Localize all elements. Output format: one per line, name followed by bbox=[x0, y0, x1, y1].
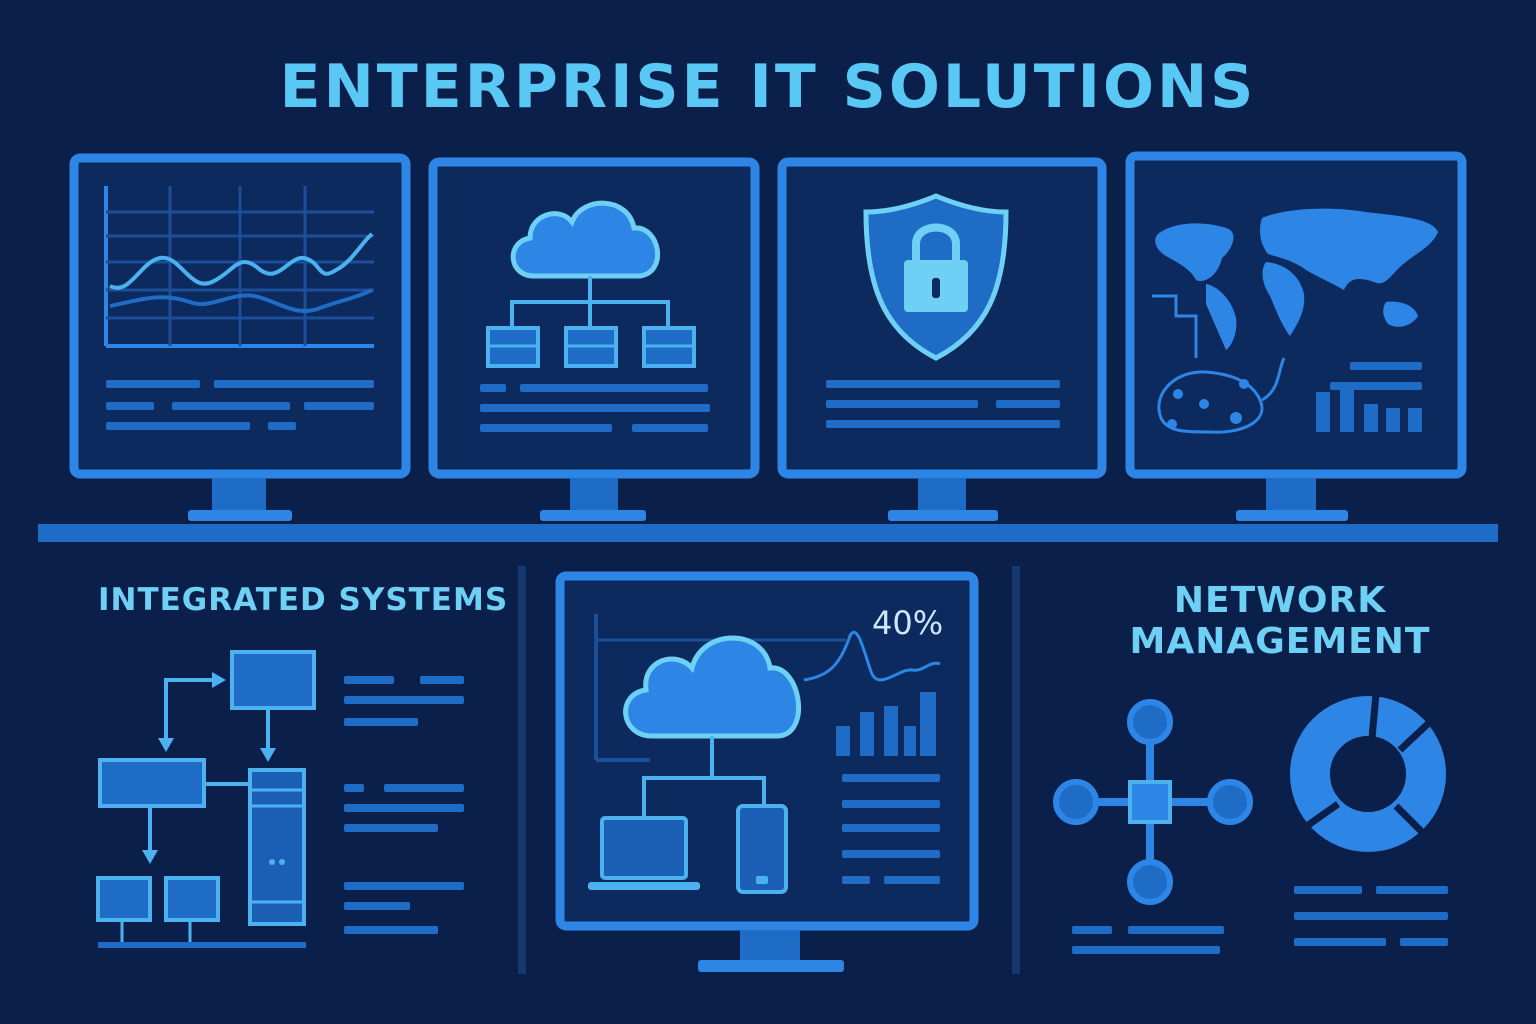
monitor-cloud bbox=[428, 157, 760, 521]
mini-bar-chart-icon bbox=[1316, 362, 1422, 432]
monitor-analytics bbox=[69, 153, 411, 521]
network-label-line1: NETWORK bbox=[1173, 580, 1387, 621]
shelf-bar bbox=[38, 524, 1498, 542]
cloud-network-icon bbox=[486, 200, 696, 368]
network-label-line2: MANAGEMENT bbox=[1129, 621, 1431, 663]
monitor-security bbox=[777, 157, 1107, 521]
trend-chart-icon bbox=[803, 631, 941, 756]
page-title: ENTERPRISE IT SOLUTIONS bbox=[279, 52, 1257, 122]
integrated-text-lines bbox=[344, 676, 464, 934]
monitor-global bbox=[1125, 151, 1467, 521]
network-hub-icon bbox=[1053, 699, 1253, 905]
monitor-center bbox=[555, 571, 979, 972]
network-text-lines bbox=[1072, 886, 1448, 954]
shield-lock-icon bbox=[863, 193, 1009, 361]
world-map-icon bbox=[1155, 208, 1438, 350]
network-management-label: NETWORK MANAGEMENT bbox=[1100, 580, 1460, 663]
cloud-devices-icon bbox=[588, 635, 802, 894]
map-trace-icon bbox=[1152, 294, 1286, 434]
line-chart-icon bbox=[104, 186, 374, 348]
percent-readout: 40% bbox=[872, 604, 944, 642]
flowchart-icon bbox=[96, 650, 316, 948]
divider-left bbox=[518, 566, 526, 974]
donut-chart-icon bbox=[1290, 693, 1446, 852]
integrated-systems-label: INTEGRATED SYSTEMS bbox=[98, 582, 509, 618]
divider-right bbox=[1012, 566, 1020, 974]
